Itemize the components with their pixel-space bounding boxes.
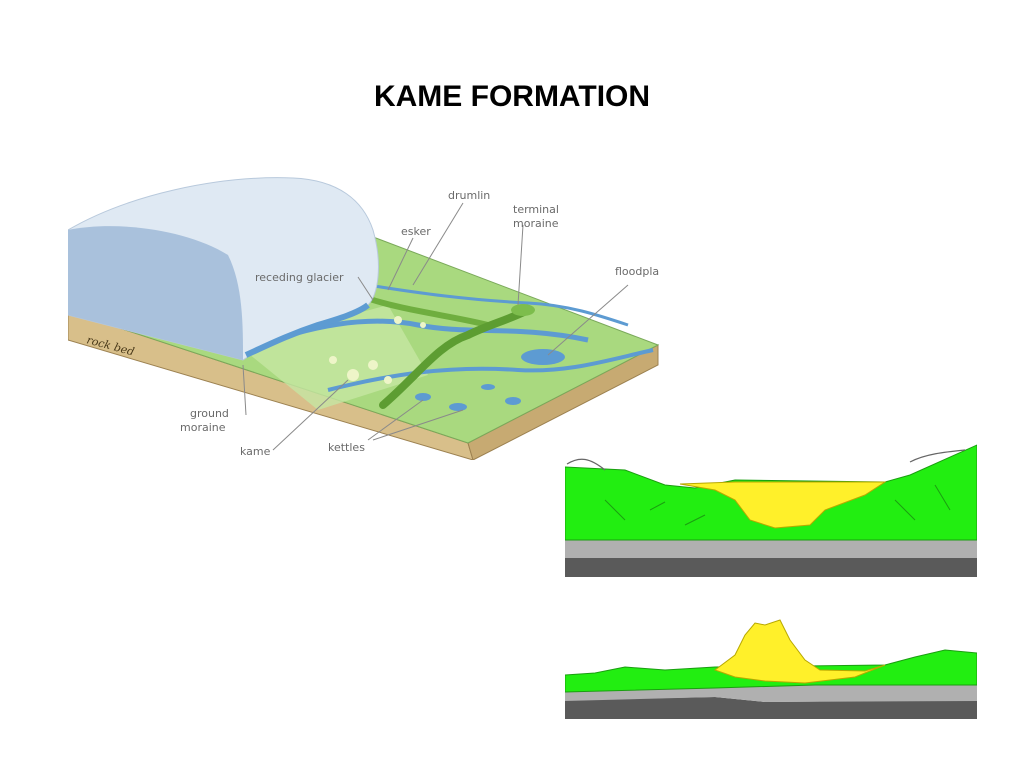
- kame-mound: [368, 360, 378, 370]
- kame-mound: [420, 322, 426, 328]
- label-terminal-moraine-line1: terminal: [513, 203, 559, 216]
- bedrock-layer: [565, 697, 977, 719]
- sediment-fill: [679, 481, 887, 529]
- kame-mound: [329, 356, 337, 364]
- kettle: [481, 384, 495, 390]
- kettle: [449, 403, 467, 411]
- label-kame: kame: [240, 445, 271, 458]
- kame-mound: [394, 316, 402, 324]
- terminal-moraine-ridge: [379, 306, 532, 409]
- ice-flow-arrow-left: [566, 458, 606, 471]
- bedrock-layer: [565, 557, 977, 577]
- label-ground-moraine-line1: ground: [190, 407, 229, 420]
- glacier-meltwater: [244, 302, 370, 358]
- kame-cross-section-before: [565, 444, 977, 577]
- kame-mound: [347, 369, 359, 381]
- label-ground-moraine-line2: moraine: [180, 421, 226, 434]
- glacial-landforms-block-diagram: drumlin terminal moraine esker receding …: [68, 177, 660, 460]
- kettle: [415, 393, 431, 401]
- label-kettles: kettles: [328, 441, 365, 454]
- ice-flow-arrow-right: [909, 449, 966, 463]
- slide-title: KAME FORMATION: [373, 80, 651, 113]
- kame-mound: [384, 376, 392, 384]
- gravel-layer: [565, 539, 977, 558]
- glacier-front-shadow: [68, 226, 243, 360]
- kame-mound: [713, 619, 886, 684]
- label-terminal-moraine-line2: moraine: [513, 217, 559, 230]
- kame-cross-section-after: [565, 619, 977, 719]
- floodplain-lake: [521, 349, 565, 365]
- label-drumlin: drumlin: [448, 189, 490, 202]
- label-esker: esker: [401, 225, 431, 238]
- drumlin-mound: [511, 304, 535, 316]
- meltwater-stream-3: [367, 283, 629, 327]
- leader-lines: [242, 202, 629, 451]
- meltwater-stream-2: [327, 348, 654, 392]
- ice-texture-lines: [604, 484, 951, 526]
- label-receding-glacier: receding glacier: [255, 271, 344, 284]
- label-floodplain: floodpla: [615, 265, 659, 278]
- kettle: [505, 397, 521, 405]
